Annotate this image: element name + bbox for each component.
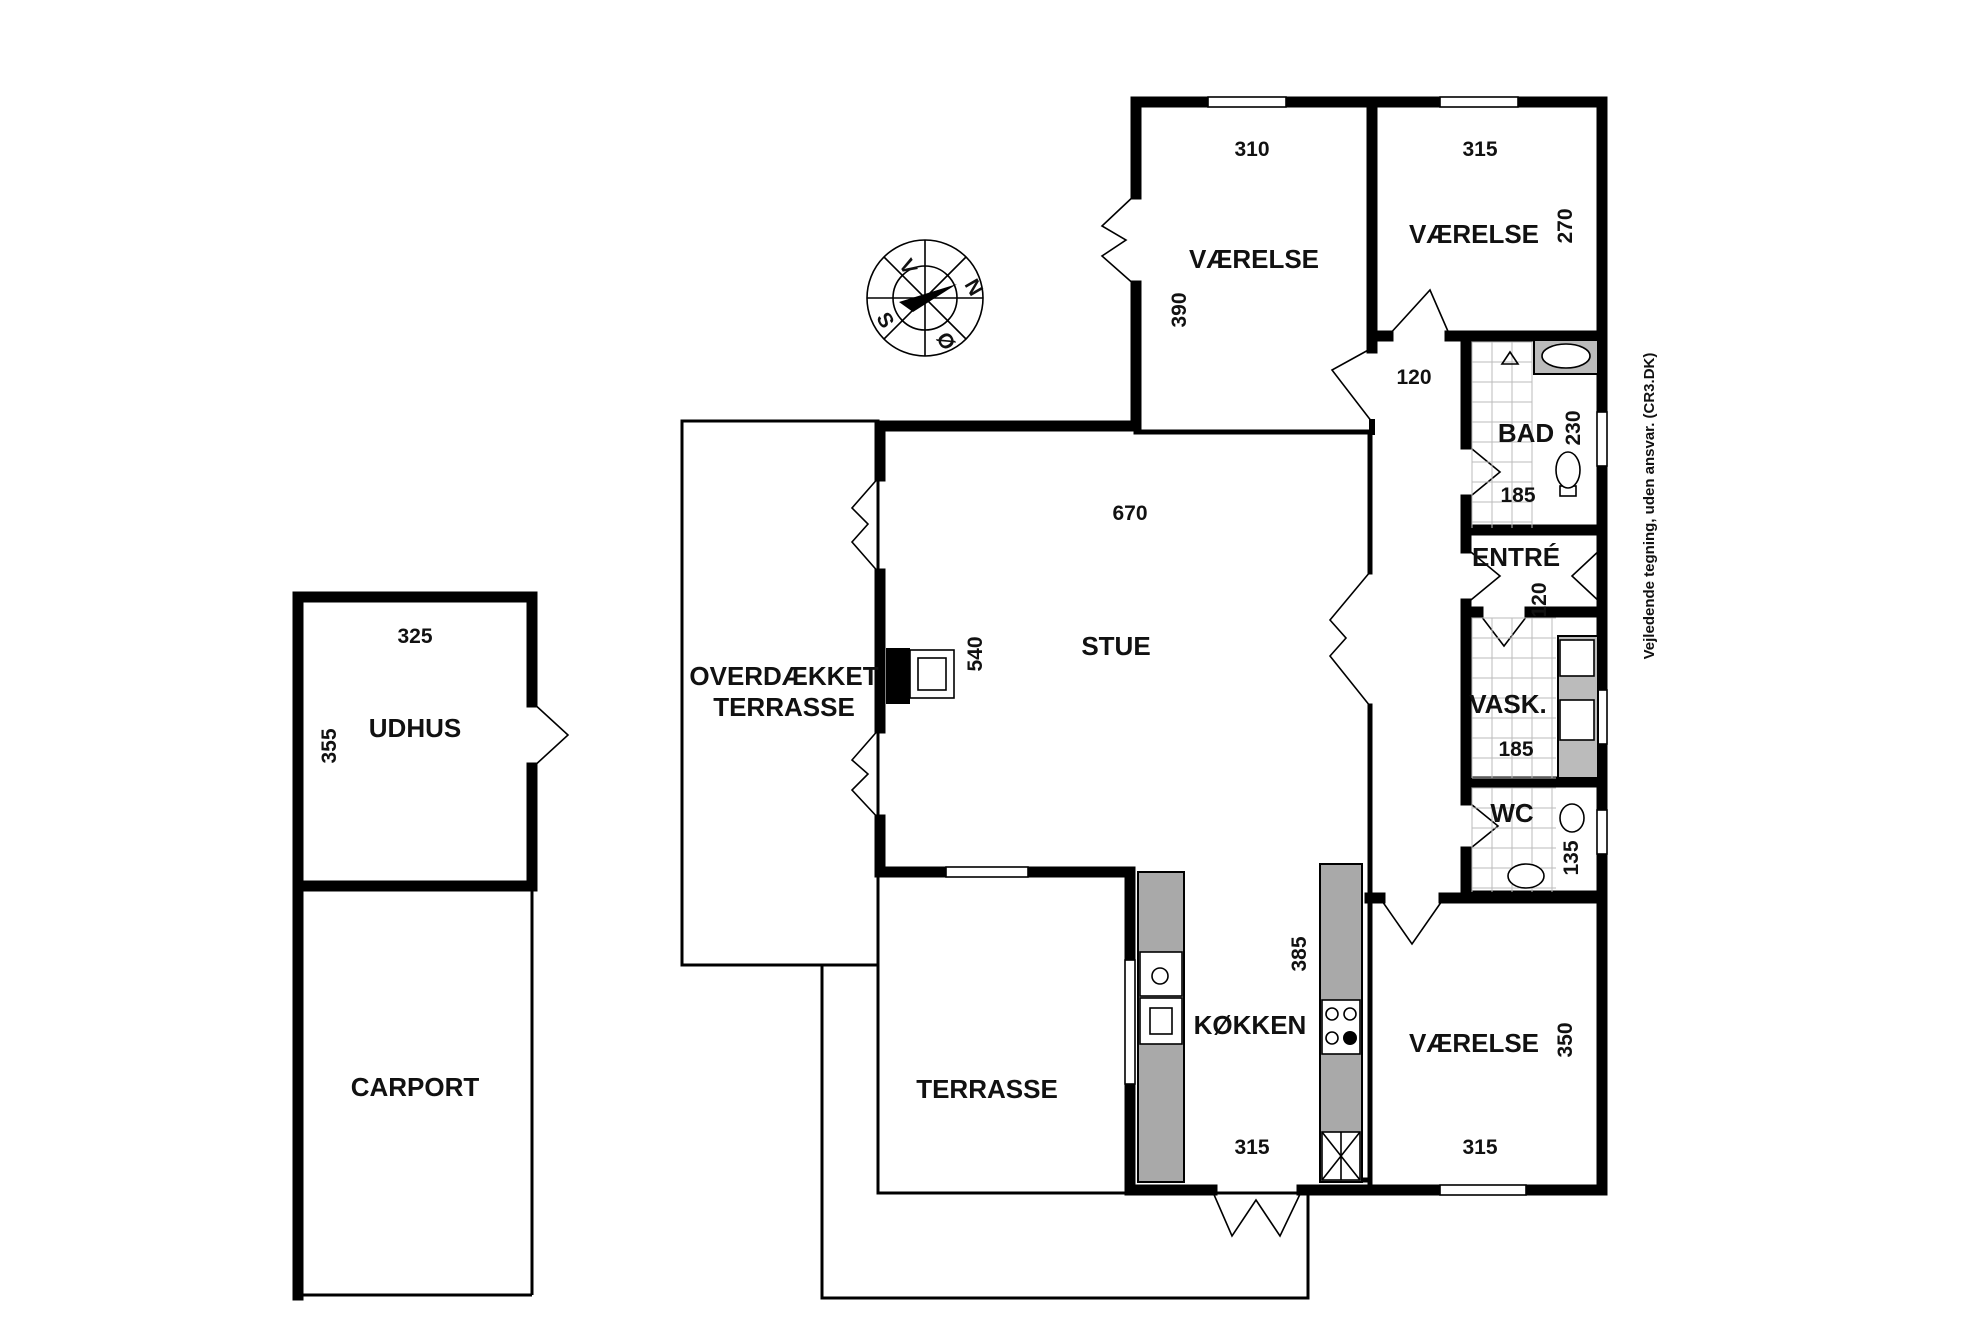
windows	[945, 96, 1608, 1196]
door-vb-room	[1379, 897, 1445, 946]
room-label-overdaekket-2: TERRASSE	[713, 692, 855, 722]
room-label-vask: VASK.	[1469, 689, 1547, 719]
dim-vaerelse-b-height: 350	[1554, 1022, 1577, 1057]
bath-toilet-icon	[1555, 451, 1581, 489]
dim-vaerelse-b-width: 315	[1462, 1136, 1497, 1159]
dim-bad-height: 230	[1562, 410, 1585, 445]
wc-sink-icon	[1559, 803, 1585, 833]
dim-wc-height: 135	[1560, 840, 1583, 875]
fireplace	[886, 648, 955, 704]
room-label-vaerelse-tl: VÆRELSE	[1189, 244, 1319, 274]
bath-fixtures	[1500, 339, 1599, 889]
window-tl-room	[1207, 96, 1287, 108]
room-label-vaerelse-tr: VÆRELSE	[1409, 219, 1539, 249]
door-tr-room-hall	[1387, 288, 1451, 337]
door-entre-left	[1465, 547, 1502, 605]
door-stue-hall	[1328, 571, 1371, 707]
dim-entre-height: 120	[1528, 582, 1551, 617]
dim-koekken-width: 315	[1234, 1136, 1269, 1159]
shower-icon	[1500, 350, 1520, 365]
window-kitchen	[1124, 959, 1136, 1085]
door-bath	[1465, 443, 1502, 501]
room-label-overdaekket-1: OVERDÆKKET	[689, 661, 878, 691]
doors	[850, 193, 1603, 1238]
wc-toilet-icon	[1507, 863, 1545, 889]
window-vb-room	[1439, 1184, 1527, 1196]
room-label-udhus: UDHUS	[369, 713, 461, 743]
room-label-entre: ENTRÉ	[1472, 542, 1560, 572]
compass-o: Ø	[931, 329, 959, 355]
dim-stue-height: 540	[964, 636, 987, 671]
compass-v: V	[894, 255, 921, 279]
udhus-door	[531, 701, 570, 769]
dim-stue-width: 670	[1112, 502, 1147, 525]
room-label-stue: STUE	[1081, 631, 1150, 661]
door-tl-room-hall	[1330, 347, 1373, 423]
dim-bad-width: 185	[1500, 484, 1535, 507]
dim-udhus-width: 325	[397, 625, 432, 648]
dim-vaerelse-tl-height: 390	[1168, 292, 1191, 327]
door-tl-room-terrace	[1100, 193, 1137, 287]
outbuilding	[292, 591, 570, 1301]
disclaimer-text: Vejledende tegning, uden ansvar. (CR3.DK…	[1641, 353, 1658, 660]
dim-vaerelse-tr-height: 270	[1554, 208, 1577, 243]
door-vask	[1477, 611, 1531, 648]
dim-udhus-height: 355	[318, 728, 341, 763]
door-wc	[1465, 799, 1500, 853]
vask-sink-icon	[1559, 699, 1595, 741]
door-stue-terrace-bottom	[850, 727, 881, 821]
door-stue-terrace-top	[850, 475, 881, 575]
dim-koekken-height: 385	[1288, 936, 1311, 971]
dim-vask-width: 185	[1498, 738, 1533, 761]
stove-icon	[1321, 999, 1361, 1055]
kitchen-counters	[1137, 863, 1363, 1183]
door-entre-front	[1570, 547, 1603, 605]
room-label-carport: CARPORT	[351, 1072, 480, 1102]
room-label-koekken: KØKKEN	[1194, 1010, 1307, 1040]
compass-needle-icon	[899, 284, 957, 312]
compass: N V S Ø	[866, 239, 987, 357]
dim-vaerelse-tr-width: 315	[1462, 138, 1497, 161]
dim-hall-width: 120	[1396, 366, 1431, 389]
washer-icon	[1559, 639, 1595, 677]
room-label-wc: WC	[1490, 798, 1534, 828]
dim-vaerelse-tl-width: 310	[1234, 138, 1269, 161]
window-bad	[1596, 411, 1608, 467]
door-kitchen-terrace	[1211, 1189, 1303, 1238]
bath-sink-icon	[1541, 343, 1591, 369]
room-label-terrasse: TERRASSE	[916, 1074, 1058, 1104]
window-tr-room	[1439, 96, 1519, 108]
window-stue-bottom	[945, 866, 1029, 878]
room-label-bad: BAD	[1498, 418, 1554, 448]
window-wc	[1596, 809, 1608, 855]
room-label-vaerelse-b: VÆRELSE	[1409, 1028, 1539, 1058]
bath-tiles	[1471, 341, 1556, 892]
terrasse-outline	[682, 963, 1310, 1300]
